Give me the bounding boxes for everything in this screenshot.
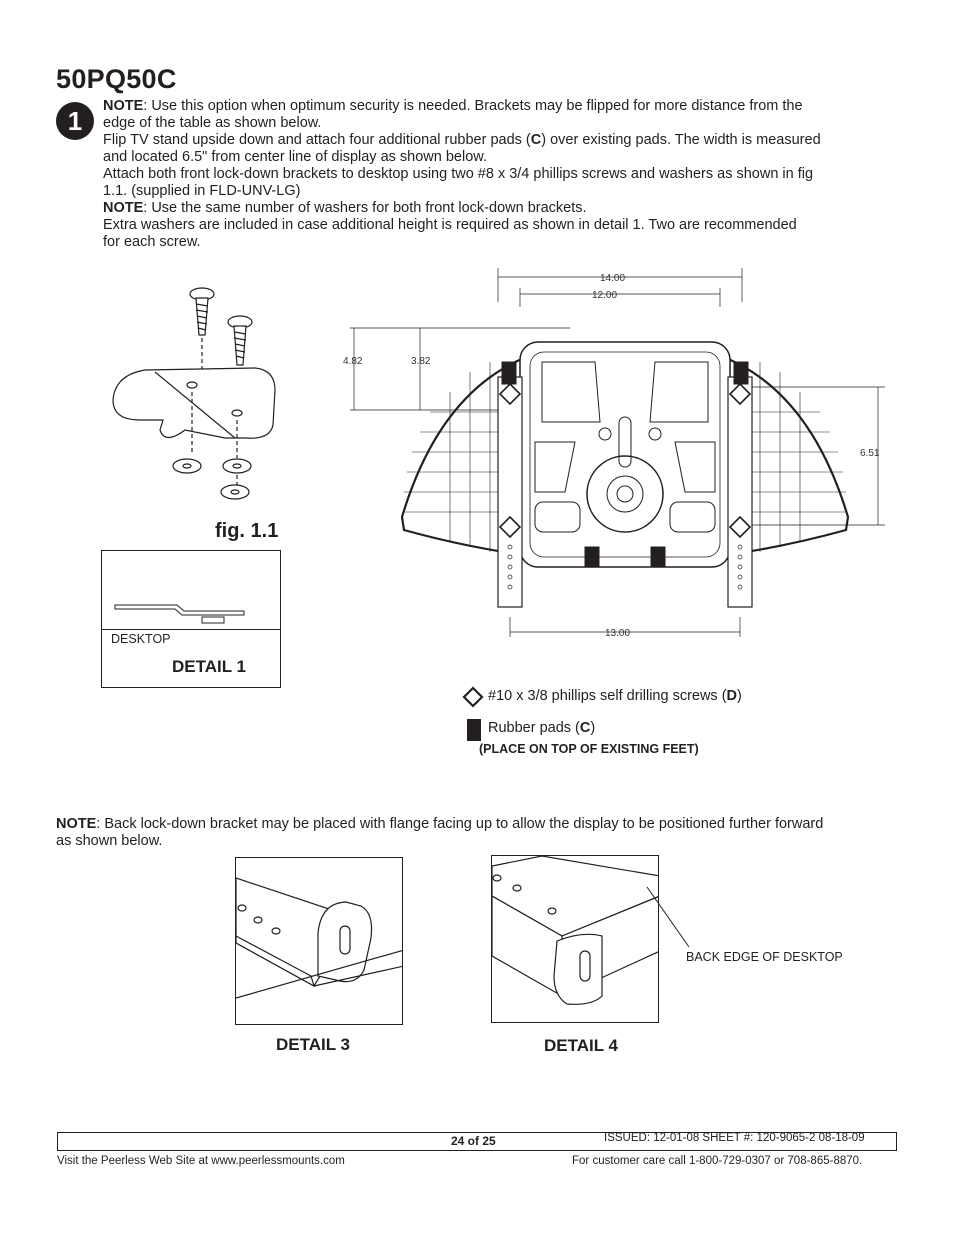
note-text: : Use this option when optimum security … [143,98,803,114]
step-text: ) over existing pads. The width is measu… [541,132,821,148]
customer-care: For customer care call 1-800-729-0307 or… [572,1155,863,1167]
stand-top-view-drawing: 14.00 12.00 4.82 3.82 6.51 13.00 [343,268,885,639]
detail-1-box: DESKTOP DETAIL 1 [101,550,281,688]
part-letter: C [530,132,542,148]
legend-pads: Rubber pads (C) [488,720,595,736]
detail-1-bracket-drawing [114,604,245,624]
footer-bar [57,1132,897,1151]
back-edge-callout: BACK EDGE OF DESKTOP [686,950,843,964]
dim-482: 4.82 [343,356,363,367]
bracket-illustration [112,287,276,500]
page-number: 24 of 25 [451,1134,496,1148]
note-label: NOTE [103,200,144,216]
legend-pads-text: Rubber pads ( [488,720,580,736]
step-text-cont: and located 6.5" from center line of dis… [103,149,487,165]
website-link[interactable]: Visit the Peerless Web Site at www.peerl… [57,1155,345,1167]
detail-3-box [235,857,403,1025]
note-label: NOTE [56,816,97,832]
dim-382: 3.82 [411,356,431,367]
desktop-line [102,629,280,630]
step-text: Flip TV stand upside down and attach fou… [103,132,531,148]
note-text: : Use the same number of washers for bot… [143,200,587,216]
note-text-cont: edge of the table as shown below. [103,115,322,131]
instructions: NOTE: Use this option when optimum secur… [103,98,893,251]
detail-1-title: DETAIL 1 [172,657,246,676]
issued-info: ISSUED: 12-01-08 SHEET #: 120-9065-2 08-… [604,1132,865,1144]
detail-4-title: DETAIL 4 [544,1036,618,1055]
dim-651: 6.51 [860,448,880,459]
note-label: NOTE [103,98,144,114]
note-2: NOTE: Back lock-down bracket may be plac… [56,816,896,850]
dim-14: 14.00 [600,273,625,284]
legend-pads-note: (PLACE ON TOP OF EXISTING FEET) [479,742,699,756]
note-text: : Back lock-down bracket may be placed w… [96,816,824,832]
rubber-pad-icon [467,719,481,741]
detail-3-drawing [236,877,402,999]
step-text-cont: 1.1. (supplied in FLD-UNV-LG) [103,183,301,199]
desktop-label: DESKTOP [111,632,171,646]
step-number-badge: 1 [56,102,94,140]
note-text-cont: as shown below. [56,833,163,849]
dim-13: 13.00 [605,628,630,639]
step-text: Extra washers are included in case addit… [103,217,797,233]
detail-4-box [491,855,659,1023]
fig-label: fig. 1.1 [215,520,279,542]
legend-pads-letter: C [579,720,591,736]
detail-3-title: DETAIL 3 [276,1035,350,1054]
page-title: 50PQ50C [56,64,177,94]
legend-screws: #10 x 3/8 phillips self drilling screws … [488,688,742,704]
legend-screws-letter: D [726,688,738,704]
detail-4-drawing [492,856,658,1005]
legend-screws-text-end: ) [737,688,742,704]
step-text-cont: for each screw. [103,234,201,250]
callout-leader-line [646,886,690,948]
legend-pads-text-end: ) [590,720,596,736]
step-text: Attach both front lock-down brackets to … [103,166,814,182]
diamond-icon [462,686,484,708]
dim-12: 12.00 [592,290,617,301]
legend-screws-text: #10 x 3/8 phillips self drilling screws … [488,688,727,704]
